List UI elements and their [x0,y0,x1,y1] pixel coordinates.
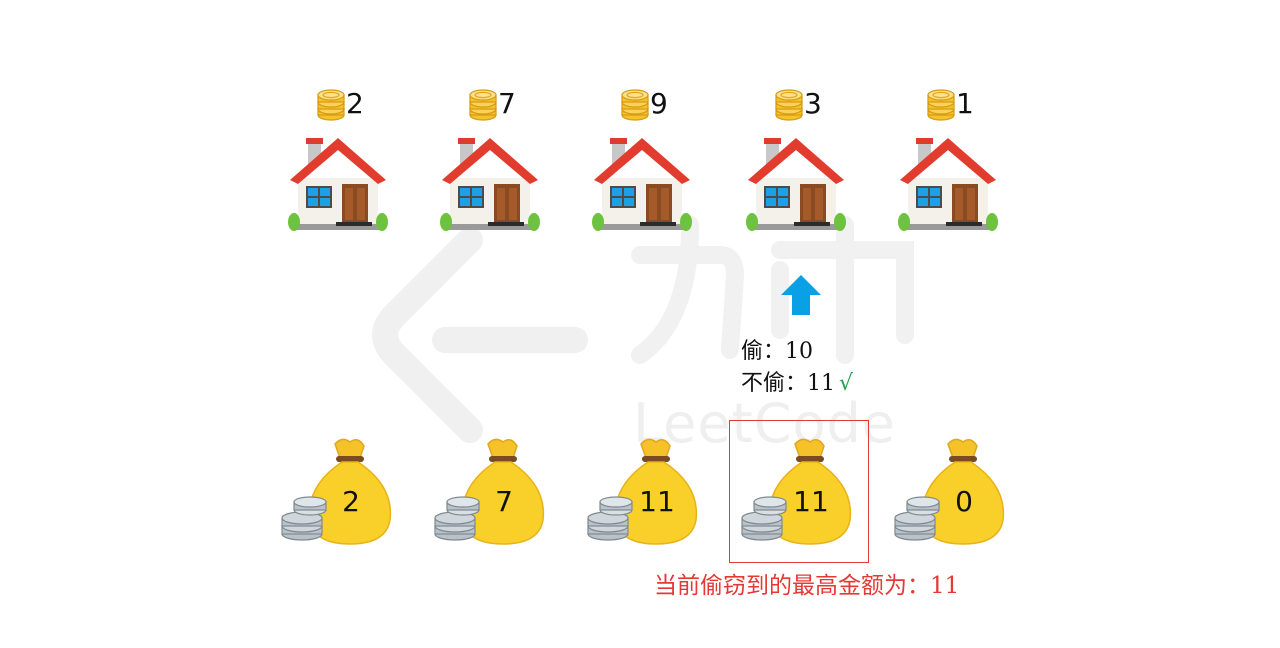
skip-annotation: 不偷：11√ [741,370,853,398]
coin-stack-icon [621,89,649,121]
steal-annotation: 偷：10 [741,339,813,364]
money-bag: 0 [893,436,1005,548]
skip-annotation-text: 不偷：11 [741,371,835,396]
house-icon [746,138,846,231]
house-column: 3 [744,84,854,234]
bag-value: 11 [793,485,829,518]
coin-stack-icon [775,89,803,121]
house-icon [288,138,388,231]
house-money-label: 2 [316,84,396,124]
house-column: 1 [896,84,1006,234]
house-money-label: 1 [926,84,1006,124]
bag-value: 7 [495,485,513,518]
bag-value: 0 [955,485,973,518]
house-icon [592,138,692,231]
coin-stack-icon [317,89,345,121]
house-money-value: 1 [956,87,974,120]
bag-value: 2 [342,485,360,518]
money-bag-icon [281,438,392,545]
house-icon [440,138,540,231]
money-bag: 2 [280,436,392,548]
money-bag: 11 [586,436,698,548]
money-bag-icon [741,438,852,545]
money-bag-icon [434,438,545,545]
house-column: 9 [590,84,700,234]
house-icon [898,138,998,231]
money-bag: 11 [740,436,852,548]
current-bag-highlight [729,420,869,563]
money-bag: 7 [433,436,545,548]
house-money-value: 2 [346,87,364,120]
money-bag-icon [587,438,698,545]
house-money-label: 9 [620,84,700,124]
up-arrow-icon [781,275,821,315]
house-money-value: 9 [650,87,668,120]
check-mark: √ [839,371,854,396]
bag-value: 11 [639,485,675,518]
house-money-label: 3 [774,84,854,124]
house-money-value: 7 [498,87,516,120]
house-column: 7 [438,84,548,234]
result-caption: 当前偷窃到的最高金额为：11 [654,573,960,599]
coin-stack-icon [469,89,497,121]
money-bag-icon [894,438,1005,545]
house-money-label: 7 [468,84,548,124]
coin-stack-icon [927,89,955,121]
house-money-value: 3 [804,87,822,120]
house-column: 2 [286,84,396,234]
watermark-text: LeetCode [633,392,896,455]
